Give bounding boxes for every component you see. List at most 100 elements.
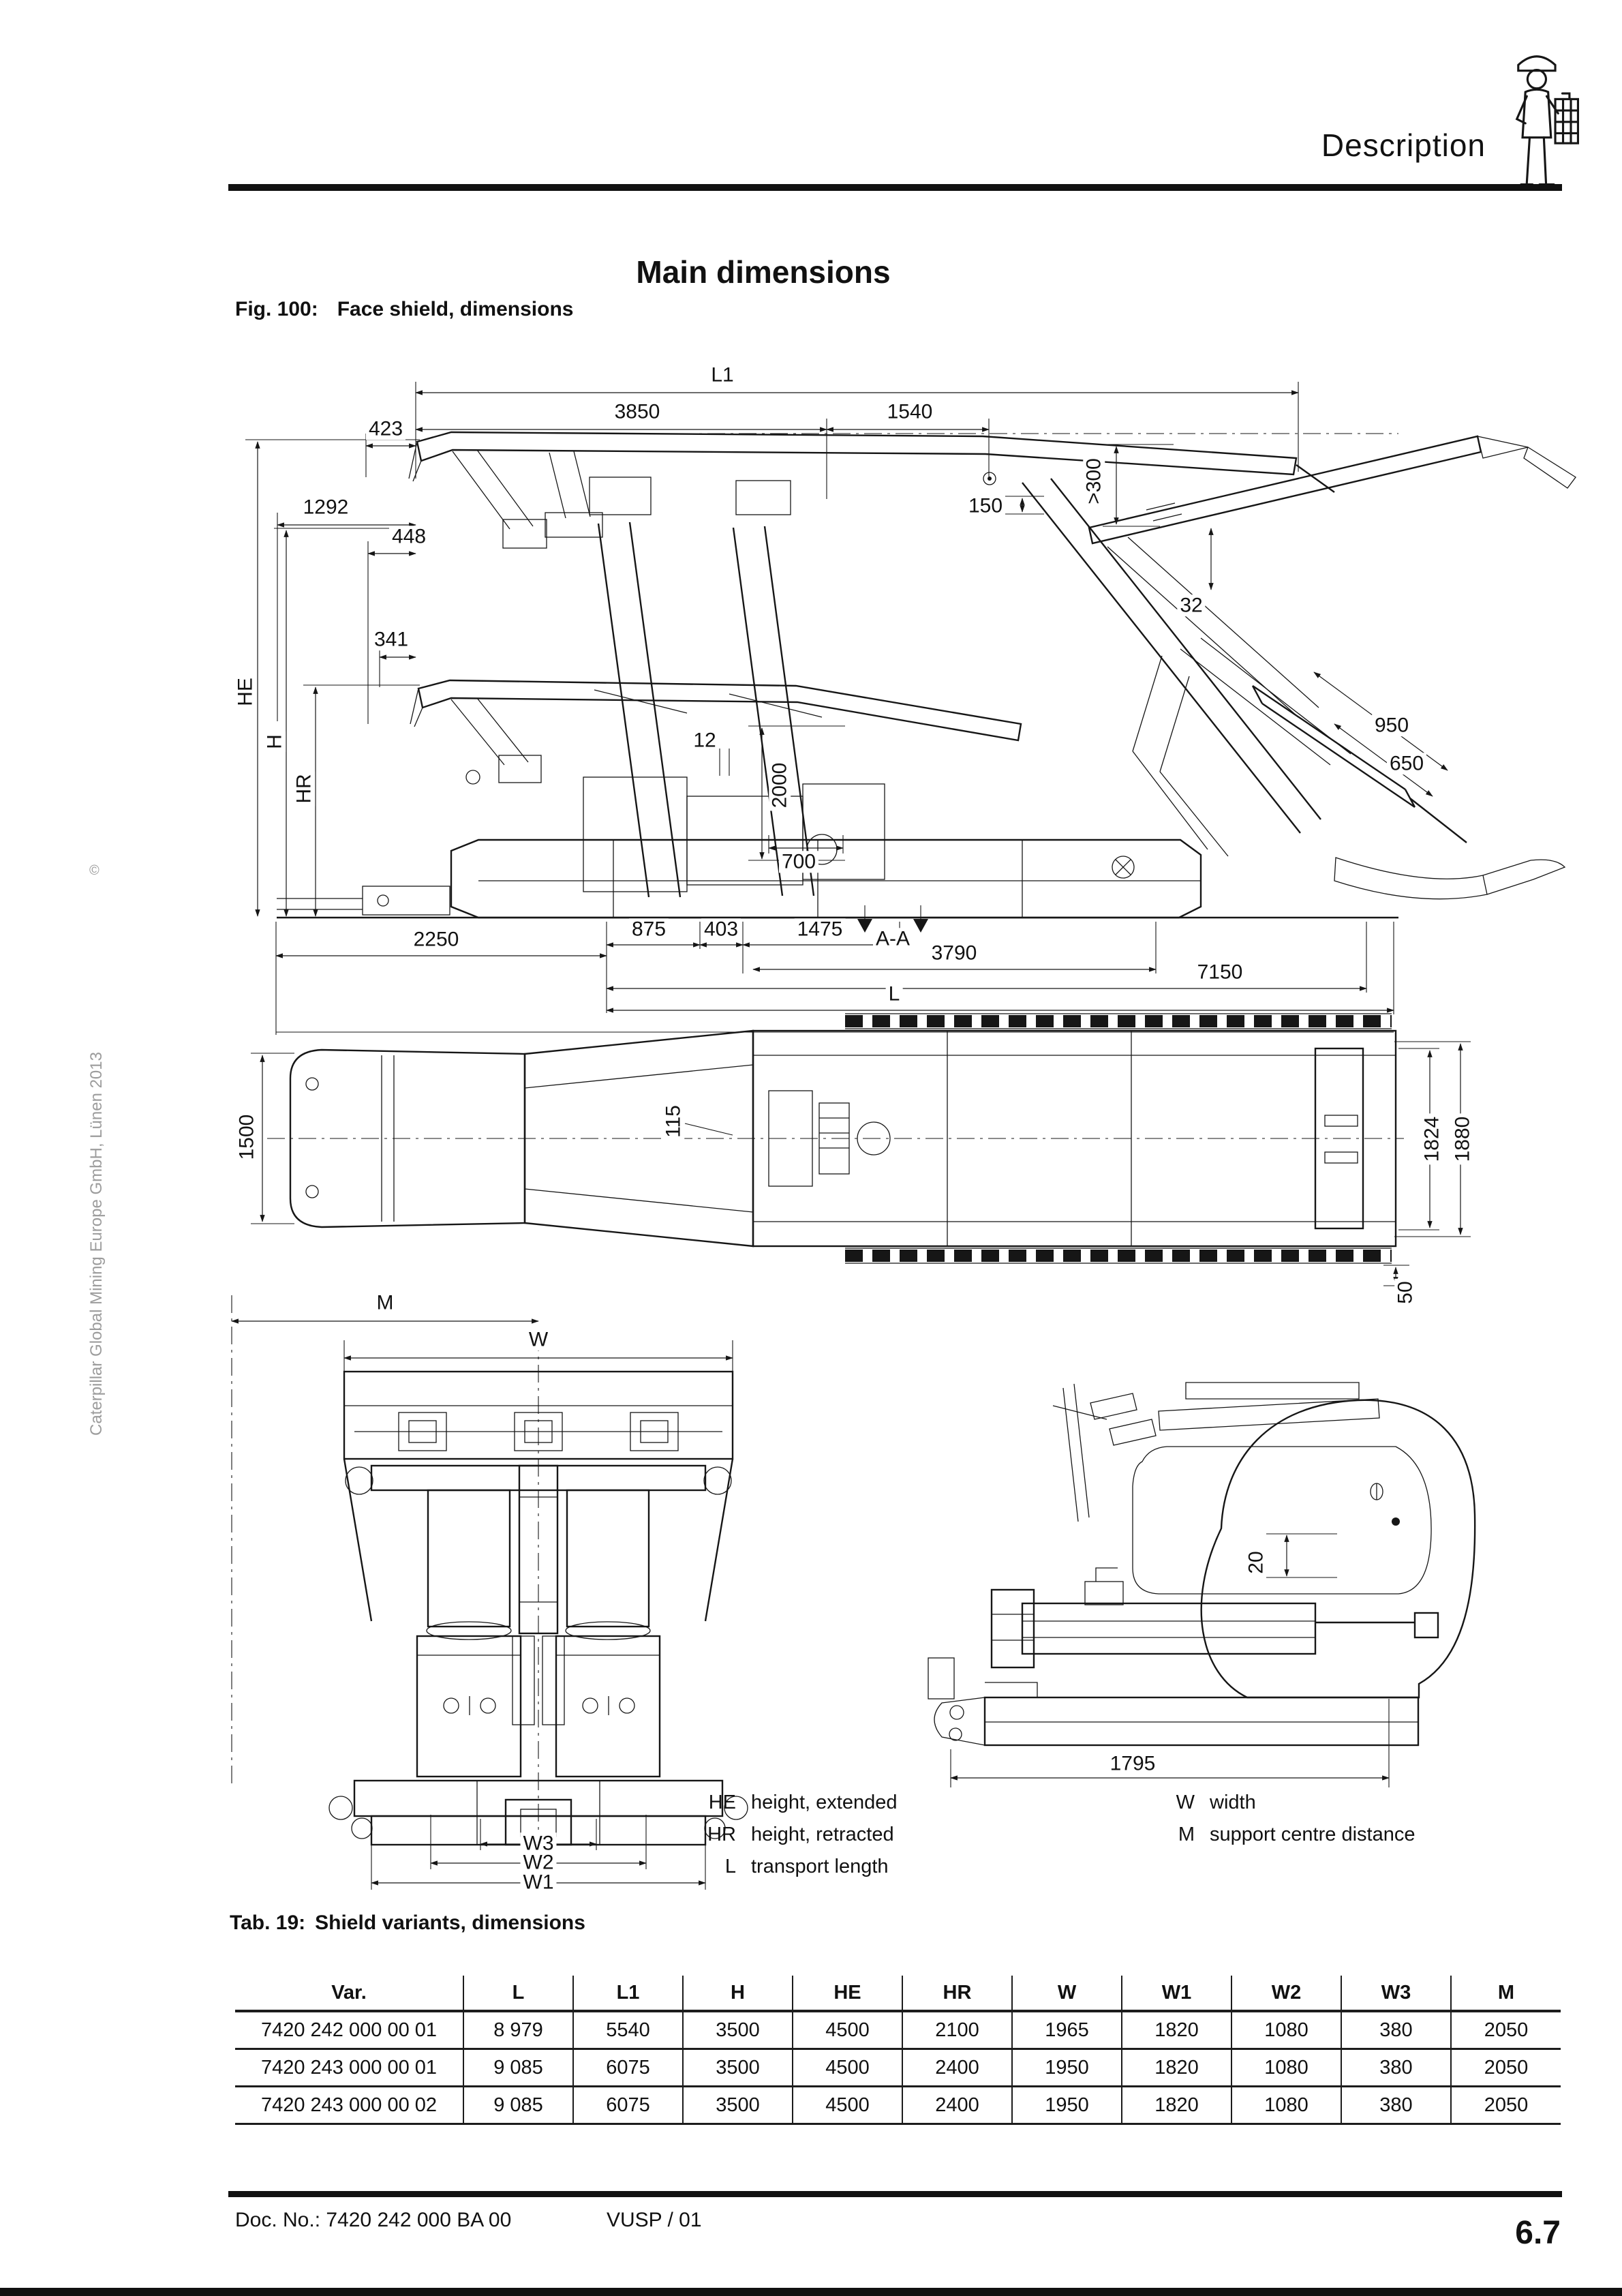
dim-label: 448 <box>388 526 429 547</box>
table-header-cell: W1 <box>1121 1976 1231 2012</box>
table-cell: 1080 <box>1231 2086 1341 2125</box>
dim-label: 1824 <box>1420 1113 1443 1165</box>
table-cell: 1820 <box>1121 2011 1231 2050</box>
table-header-cell: H <box>682 1976 793 2012</box>
table-cell: 4500 <box>792 2011 902 2050</box>
table-cell: 2100 <box>902 2011 1012 2050</box>
legend-key: L <box>724 1856 736 1877</box>
dim-label: 3790 <box>928 942 980 964</box>
table-caption-text: Shield variants, dimensions <box>315 1912 585 1934</box>
dim-label: 1500 <box>235 1111 258 1163</box>
table-header-cell: HE <box>792 1976 902 2012</box>
dim-label: 2250 <box>410 928 462 950</box>
copyright-symbol: © <box>89 863 100 878</box>
dim-label: 2000 <box>768 759 791 811</box>
legend-key: M <box>1178 1824 1195 1845</box>
footer-rule <box>228 2191 1562 2197</box>
table-cell: 4500 <box>792 2086 902 2125</box>
table-cell: 2400 <box>902 2049 1012 2087</box>
legend-key: W <box>1176 1792 1195 1813</box>
base-side-view <box>928 1382 1476 1787</box>
side-view <box>245 382 1576 1035</box>
footer-page-number: 6.7 <box>1515 2215 1561 2251</box>
dim-label: 115 <box>662 1102 684 1141</box>
table-cell: 1965 <box>1011 2011 1122 2050</box>
dim-label: W1 <box>520 1871 557 1893</box>
table-cell: 380 <box>1341 2011 1451 2050</box>
table-header-cell: W2 <box>1231 1976 1341 2012</box>
dim-label: A-A <box>872 928 913 950</box>
table-cell: 3500 <box>682 2086 793 2125</box>
page-header-title: Description <box>1321 127 1486 163</box>
table-cell: 7420 243 000 00 02 <box>235 2086 463 2125</box>
table-cell: 4500 <box>792 2049 902 2087</box>
dim-label: 875 <box>628 918 669 940</box>
dim-label: 12 <box>690 729 719 751</box>
dim-label: 20 <box>1244 1548 1267 1577</box>
legend-description: height, extended <box>751 1792 898 1813</box>
table-cell: 7420 242 000 00 01 <box>235 2011 463 2050</box>
dim-label: 50 <box>1394 1278 1416 1307</box>
page-title: Main dimensions <box>636 254 891 290</box>
dim-label: 423 <box>365 418 406 440</box>
table-cell: 3500 <box>682 2049 793 2087</box>
dim-label: W3 <box>520 1832 557 1854</box>
legend-description: transport length <box>751 1856 889 1877</box>
table-caption: Tab. 19:Shield variants, dimensions <box>230 1912 585 1935</box>
table-header-cell: Var. <box>235 1976 463 2012</box>
figure-caption: Fig. 100:Face shield, dimensions <box>235 298 573 321</box>
dim-label: W <box>525 1329 551 1350</box>
legend-description: height, retracted <box>751 1824 894 1845</box>
legend-description: support centre distance <box>1210 1824 1416 1845</box>
dim-label: 700 <box>778 851 819 873</box>
table-cell: 2400 <box>902 2086 1012 2125</box>
header-rule <box>228 184 1562 191</box>
dim-label: 341 <box>371 629 412 650</box>
table-cell: 1950 <box>1011 2086 1122 2125</box>
legend-description: width <box>1210 1792 1256 1813</box>
dim-label: 1795 <box>1107 1753 1159 1774</box>
dim-label: 1475 <box>794 918 846 940</box>
table-header-cell: HR <box>902 1976 1012 2012</box>
dim-label: L <box>885 983 903 1005</box>
dim-label: >300 <box>1082 455 1105 507</box>
table-cell: 380 <box>1341 2049 1451 2087</box>
dim-label: 32 <box>1177 594 1206 616</box>
table-cell: 2050 <box>1450 2086 1561 2125</box>
table-header-cell: W3 <box>1341 1976 1451 2012</box>
table-cell: 9 085 <box>463 2049 573 2087</box>
dim-label: 1292 <box>300 496 352 518</box>
dim-label: HR <box>292 771 315 806</box>
dim-label: 150 <box>965 495 1006 517</box>
figure-caption-text: Face shield, dimensions <box>337 298 574 320</box>
table-cell: 380 <box>1341 2086 1451 2125</box>
table-header-cell: M <box>1450 1976 1561 2012</box>
dim-label: 403 <box>701 918 741 940</box>
front-view <box>328 1370 748 1890</box>
table-header-cell: L <box>463 1976 573 2012</box>
footer-code: VUSP / 01 <box>607 2209 702 2231</box>
table-header-cell: L1 <box>572 1976 683 2012</box>
plan-view <box>231 1013 1471 1858</box>
table-header-cell: W <box>1011 1976 1122 2012</box>
dim-label: 3850 <box>611 401 663 423</box>
table-cell: 3500 <box>682 2011 793 2050</box>
dim-label: M <box>373 1292 397 1314</box>
table-cell: 6075 <box>572 2086 683 2125</box>
scan-edge-bar <box>0 2288 1622 2296</box>
dim-label: 1540 <box>884 401 936 423</box>
table-cell: 1950 <box>1011 2049 1122 2087</box>
dim-label: 1880 <box>1451 1113 1473 1165</box>
table-cell: 7420 243 000 00 01 <box>235 2049 463 2087</box>
sidebar-copyright: Caterpillar Global Mining Europe GmbH, L… <box>87 1052 106 1436</box>
